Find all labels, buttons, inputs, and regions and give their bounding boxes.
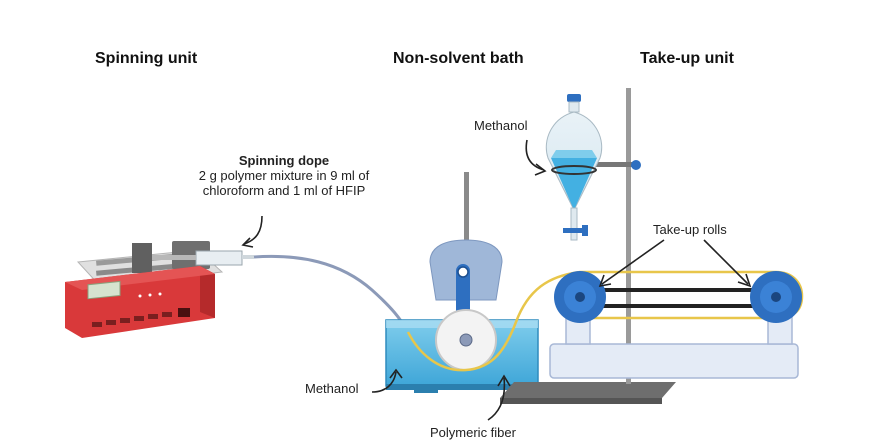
ring-stand <box>500 88 676 404</box>
header-non-solvent-bath: Non-solvent bath <box>393 50 524 67</box>
polymeric-fiber-label: Polymeric fiber <box>430 425 516 440</box>
header-take-up-unit: Take-up unit <box>640 50 734 67</box>
takeup-rolls-label: Take-up rolls <box>653 222 727 237</box>
spinning-dope-line2: chloroform and 1 ml of HFIP <box>202 183 366 198</box>
feed-tubing <box>253 254 410 333</box>
header-spinning-unit: Spinning unit <box>95 50 198 67</box>
spinning-dope-title: Spinning dope <box>238 153 330 168</box>
spinning-dope-label: Spinning dope 2 g polymer mixture in 9 m… <box>168 153 400 198</box>
syringe <box>152 250 254 266</box>
syringe-pump <box>65 241 224 338</box>
methanol-bath-label: Methanol <box>305 381 359 396</box>
annotation-arrows <box>241 139 752 421</box>
takeup-roll-left <box>554 271 606 323</box>
separatory-funnel <box>545 94 603 241</box>
methanol-funnel-label: Methanol <box>474 118 528 133</box>
spinning-dope-line1: 2 g polymer mixture in 9 ml of <box>198 168 370 183</box>
takeup-roll-right <box>750 271 802 323</box>
guide-wheel-assembly <box>429 239 503 371</box>
bath-stand-rod <box>464 172 469 272</box>
